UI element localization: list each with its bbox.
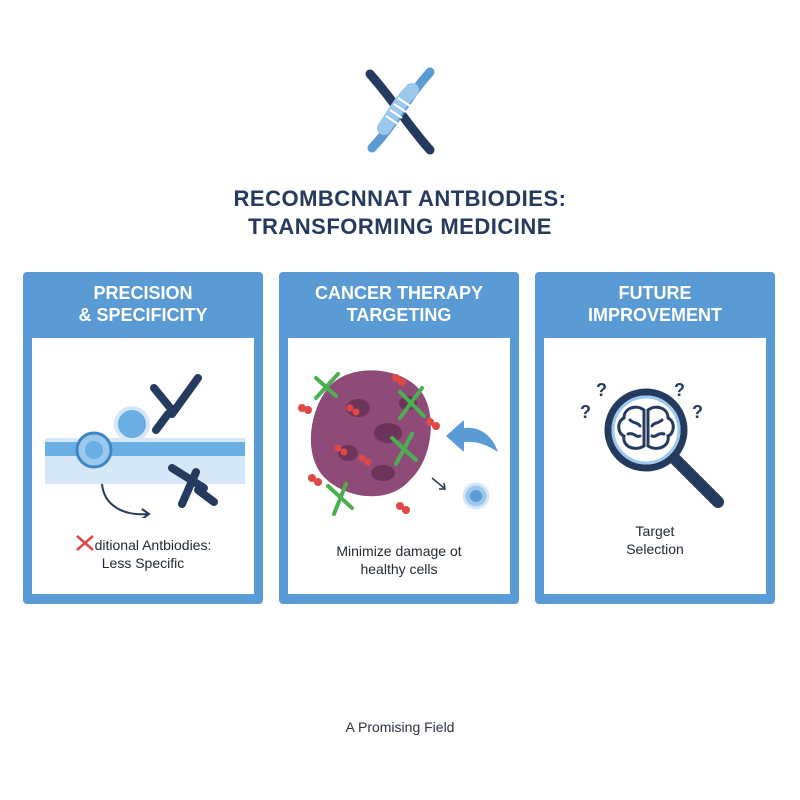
cell-icon [114,406,150,442]
magnifier-handle [668,452,724,508]
curved-arrow-icon [446,420,498,452]
panel-caption: Minimize damage ot healthy cells [336,543,462,577]
antibody-icon [150,374,202,434]
footer-text: A Promising Field [345,719,455,735]
tumor-targeting-illustration [298,370,498,516]
brain-icon [617,405,675,450]
panel-cancer-therapy: CANCER THERAPY TARGETING [279,272,519,604]
panel-heading: PRECISION & SPECIFICITY [78,283,208,325]
antigen-markers [298,374,440,514]
panel-heading: CANCER THERAPY TARGETING [314,283,483,325]
svg-text:?: ? [674,380,685,400]
question-marks-icon: ? ? ? ? [580,380,703,422]
antibody-icon [314,372,340,400]
antibody-icon [168,464,218,508]
panel-caption: ditional Antbiodies: Less Specific [32,535,254,572]
antibody-icon [326,482,354,516]
panel-precision: PRECISION & SPECIFICITY ditional Antbi [23,272,263,604]
arrow-icon [101,483,149,516]
brain-search-illustration: ? ? ? ? [580,380,724,508]
panel-body: ditional Antbiodies: Less Specific [32,338,254,594]
svg-text:?: ? [596,380,607,400]
page-title-line2: TRANSFORMING MEDICINE [248,214,552,239]
panel-heading: FUTURE IMPROVEMENT [587,283,722,325]
panel-future-improvement: FUTURE IMPROVEMENT ? ? ? ? Target [535,272,775,604]
svg-text:?: ? [692,402,703,422]
panel-caption: Target Selection [626,523,684,557]
antibody-icon [398,386,426,420]
antibody-icon [390,432,418,466]
page-title-line1: RECOMBCNNAT ANTBIODIES: [233,186,567,211]
svg-text:?: ? [580,402,591,422]
antibody-binding-illustration [45,374,245,518]
dna-helix-icon [365,67,435,155]
cross-mark-icon [75,535,95,551]
panel-body: Minimize damage ot healthy cells [288,338,510,594]
panel-body: ? ? ? ? Target Selection [544,338,766,594]
